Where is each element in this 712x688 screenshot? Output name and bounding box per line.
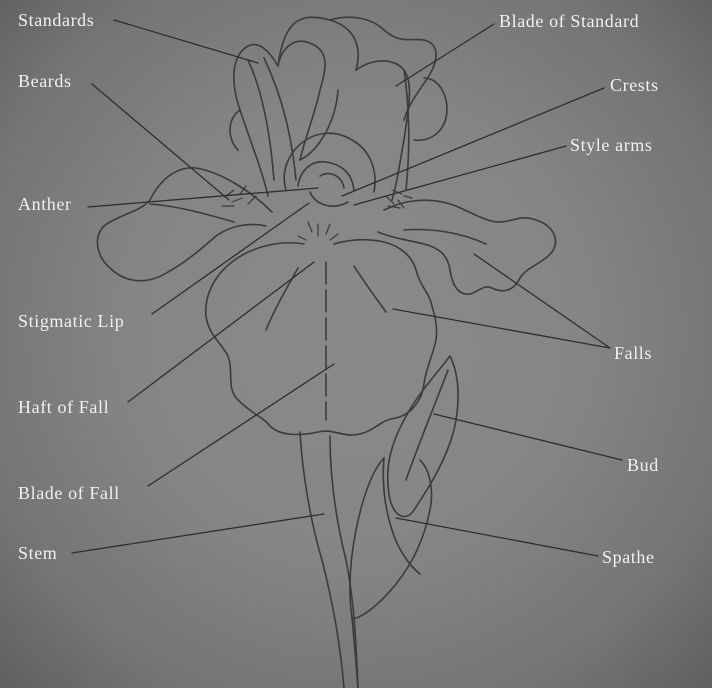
leader-crests bbox=[341, 87, 605, 197]
leader-beards bbox=[91, 83, 230, 201]
leader-haft-of-fall bbox=[127, 261, 315, 403]
style-arms-outline bbox=[283, 132, 376, 207]
label-anther: Anther bbox=[18, 194, 72, 214]
label-crests: Crests bbox=[610, 75, 659, 95]
label-beards: Beards bbox=[18, 71, 72, 91]
label-spathe: Spathe bbox=[602, 547, 655, 567]
left-fall-outline bbox=[96, 167, 273, 282]
spathe-outline bbox=[349, 457, 433, 688]
main-fall-outline bbox=[204, 239, 438, 436]
label-standards: Standards bbox=[18, 10, 95, 30]
label-style-arms: Style arms bbox=[570, 135, 653, 155]
label-blade-of-fall: Blade of Fall bbox=[18, 483, 120, 503]
leader-blade-of-standard bbox=[395, 23, 495, 87]
beards-marks bbox=[221, 185, 413, 241]
label-stigmatic-lip: Stigmatic Lip bbox=[18, 311, 125, 331]
label-falls: Falls bbox=[614, 343, 653, 363]
leader-stem bbox=[71, 513, 325, 554]
label-bud: Bud bbox=[627, 455, 659, 475]
standards-outline bbox=[229, 16, 448, 201]
leader-falls-2 bbox=[392, 308, 611, 349]
label-haft-of-fall: Haft of Fall bbox=[18, 397, 110, 417]
leader-bud bbox=[433, 413, 623, 461]
leader-spathe bbox=[395, 517, 599, 557]
leader-lines bbox=[71, 19, 623, 557]
right-fall-outline bbox=[377, 199, 557, 295]
stem-outline bbox=[299, 431, 359, 688]
leader-standards bbox=[113, 19, 259, 64]
label-blade-of-standard: Blade of Standard bbox=[499, 11, 640, 31]
leader-stigmatic-lip bbox=[151, 202, 310, 315]
leader-anther bbox=[87, 187, 319, 208]
leader-blade-of-fall bbox=[147, 363, 335, 487]
label-stem: Stem bbox=[18, 543, 58, 563]
leader-style-arms bbox=[353, 145, 567, 206]
leader-falls-1 bbox=[473, 253, 611, 349]
bud-outline bbox=[386, 355, 459, 518]
